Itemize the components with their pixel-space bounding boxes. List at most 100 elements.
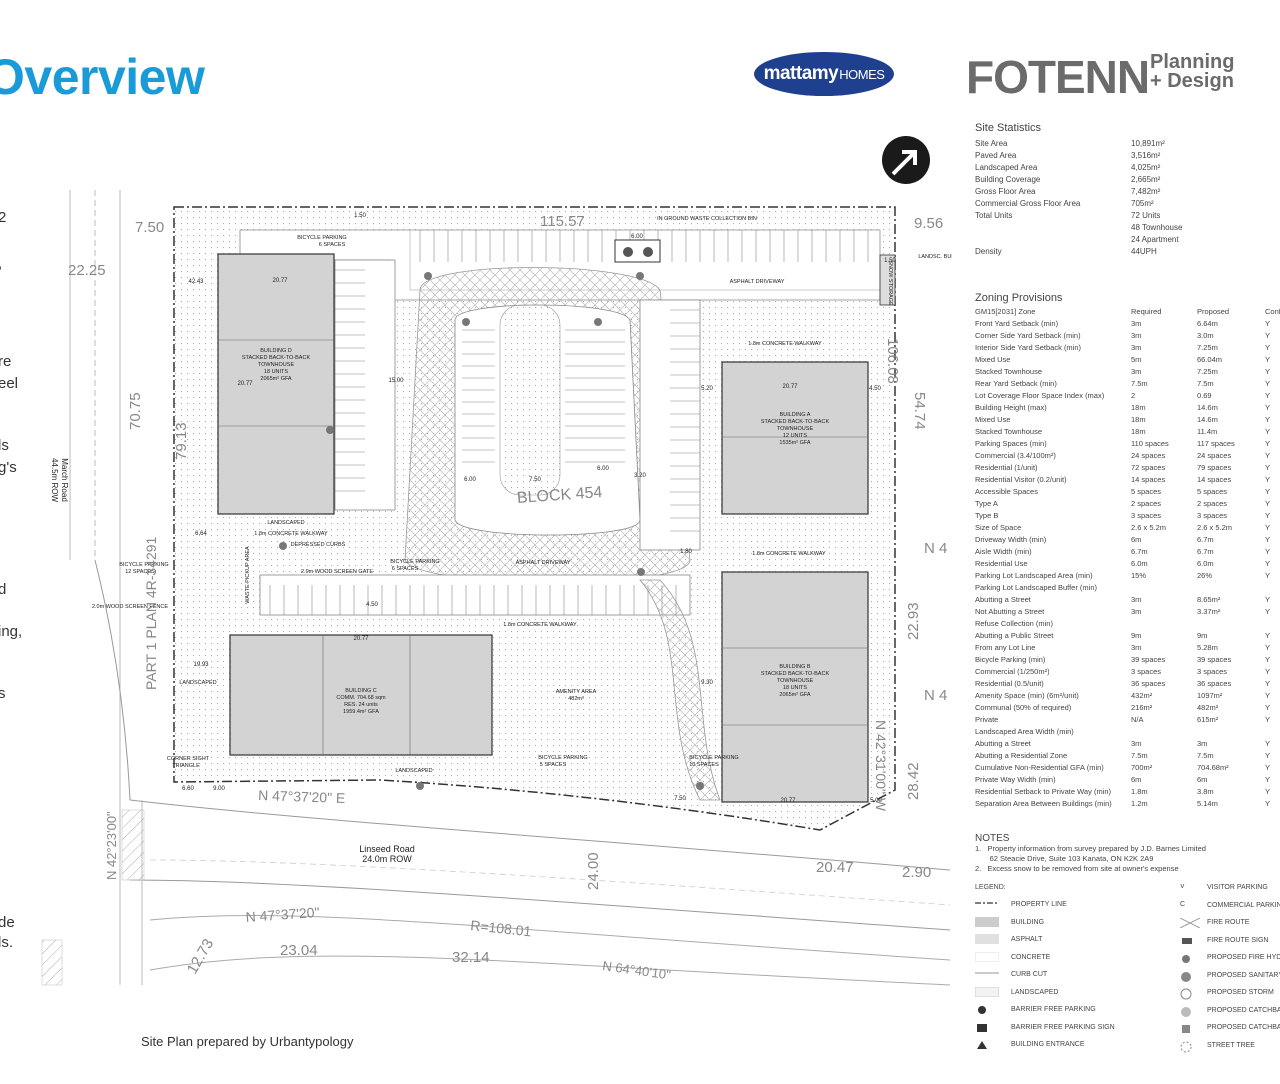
zoning-cell: Y [1265, 343, 1271, 352]
stat-value: 24 Apartment [1131, 235, 1179, 244]
dimension-label: 9.56 [914, 215, 943, 232]
dimension-label: 20.77 [782, 384, 798, 390]
zoning-cell: Y [1265, 439, 1271, 448]
plan-label: BICYCLE PARKING [538, 755, 587, 761]
page-title: Overview [0, 49, 205, 105]
catchbasin-icon [279, 542, 287, 550]
zoning-cell: Y [1265, 367, 1271, 376]
plan-label: 44.5m ROW [50, 458, 59, 502]
plan-label: SNOW STORAGE [887, 260, 893, 306]
site-plan-caption: Site Plan prepared by Urbantypology [141, 1034, 354, 1049]
zoning-cell: Lot Coverage Floor Space Index (max) [975, 391, 1105, 400]
plan-label: IN GROUND WASTE COLLECTION BIN [657, 216, 757, 222]
west-parking-lot [334, 259, 396, 511]
zoning-cell: 2 [1131, 391, 1136, 400]
zoning-cell: Bicycle Parking (min) [975, 655, 1046, 664]
dimension-label: 4.50 [869, 386, 881, 392]
note-item: 62 Steacie Drive, Suite 103 Kanata, ON K… [975, 854, 1154, 863]
plan-label: ASPHALT DRIVEWAY [730, 279, 785, 285]
zoning-cell: Front Yard Setback (min) [975, 319, 1059, 328]
side-fragment: s [0, 685, 6, 702]
plan-label: BICYCLE PARKING [119, 562, 168, 568]
side-fragment: 2 [0, 209, 7, 226]
zoning-cell: Private [975, 715, 999, 724]
building-label: 12 UNITS [783, 433, 807, 439]
zoning-cell: 3m [1131, 595, 1142, 604]
zoning-cell: 11.4m [1197, 427, 1218, 436]
bearing-label: N 47°37'20" [245, 904, 320, 925]
zoning-cell: GM15[2031] Zone [975, 307, 1036, 316]
building-label: 1959.4m² GFA [343, 709, 379, 715]
dimension-label: 7.50 [674, 796, 686, 802]
zoning-cell: Abutting a Public Street [975, 631, 1054, 640]
zoning-cell: Separation Area Between Buildings (min) [975, 799, 1112, 808]
building-label: TOWNHOUSE [777, 678, 814, 684]
zoning-cell: Y [1265, 379, 1271, 388]
zoning-cell: 7.5m [1131, 379, 1148, 388]
building-label: STACKED BACK-TO-BACK [761, 671, 830, 677]
zoning-cell: 36 spaces [1197, 679, 1232, 688]
legend-label: BARRIER FREE PARKING SIGN [1011, 1023, 1115, 1031]
dimension-label: 15.00 [388, 378, 404, 384]
mattamy-logo-name: mattamy [763, 63, 839, 84]
dimension-label: 12.73 [184, 936, 217, 977]
zoning-cell: Abutting a Residential Zone [975, 751, 1068, 760]
site-statistics-heading: Site Statistics [975, 122, 1042, 134]
dimension-label: 6.64 [195, 531, 207, 537]
waste-bin-pad [614, 239, 661, 263]
zoning-cell: Interior Side Yard Setback (min) [975, 343, 1082, 352]
zoning-cell: Accessible Spaces [975, 487, 1038, 496]
plan-label: 12 SPACES [125, 569, 155, 575]
zoning-cell: 39 spaces [1131, 655, 1166, 664]
zoning-cell: Y [1265, 403, 1271, 412]
zoning-cell: 110 spaces [1131, 439, 1169, 448]
zoning-cell: 1.2m [1131, 799, 1148, 808]
note-item: 1. Property information from survey prep… [975, 844, 1206, 853]
zoning-cell: 6m [1197, 775, 1208, 784]
catchbasin-icon [416, 782, 424, 790]
zoning-cell: Abutting a Street [975, 595, 1031, 604]
side-fragment: ls. [0, 934, 13, 951]
zoning-cell: Y [1265, 655, 1271, 664]
fotenn-logo: FOTENN [966, 51, 1150, 103]
zoning-cell: Y [1265, 691, 1271, 700]
zoning-cell: 3m [1131, 739, 1142, 748]
bearing-label: N 4 [924, 687, 947, 704]
dimension-label: 6.60 [182, 786, 194, 792]
waste-bin-1 [623, 247, 633, 257]
plan-label: 24.0m ROW [362, 854, 412, 864]
zoning-cell: Communal (50% of required) [975, 703, 1072, 712]
legend-heading: LEGEND: [975, 884, 1006, 891]
zoning-cell: From any Lot Line [975, 643, 1036, 652]
building-label: STACKED BACK-TO-BACK [761, 419, 830, 425]
building-label: COMM. 704.68 sqm [336, 695, 386, 701]
zoning-cell: Corner Side Yard Setback (min) [975, 331, 1081, 340]
zoning-cell: 3 spaces [1131, 667, 1162, 676]
zoning-cell: 15% [1131, 571, 1147, 580]
zoning-row: Parking Lot Landscaped Area (min)15%26%Y [975, 570, 1280, 582]
zoning-cell: Y [1265, 799, 1271, 808]
zoning-cell: Y [1265, 559, 1271, 568]
zoning-cell: 3 spaces [1197, 511, 1228, 520]
stat-label: Gross Floor Area [975, 187, 1036, 196]
zoning-cell: 5 spaces [1197, 487, 1228, 496]
zoning-cell: 18m [1131, 427, 1146, 436]
building-label: RES. 24 units [344, 702, 378, 708]
plan-label: BICYCLE PARKING [689, 755, 738, 761]
bearing-label: R=108.01 [470, 917, 533, 939]
zoning-cell: 36 spaces [1131, 679, 1166, 688]
zoning-cell: Required [1131, 307, 1162, 316]
building-label: 1535m² GFA [779, 440, 811, 446]
fotenn-logo-tagline: Planning + Design [1150, 52, 1234, 91]
zoning-cell: Y [1265, 595, 1271, 604]
